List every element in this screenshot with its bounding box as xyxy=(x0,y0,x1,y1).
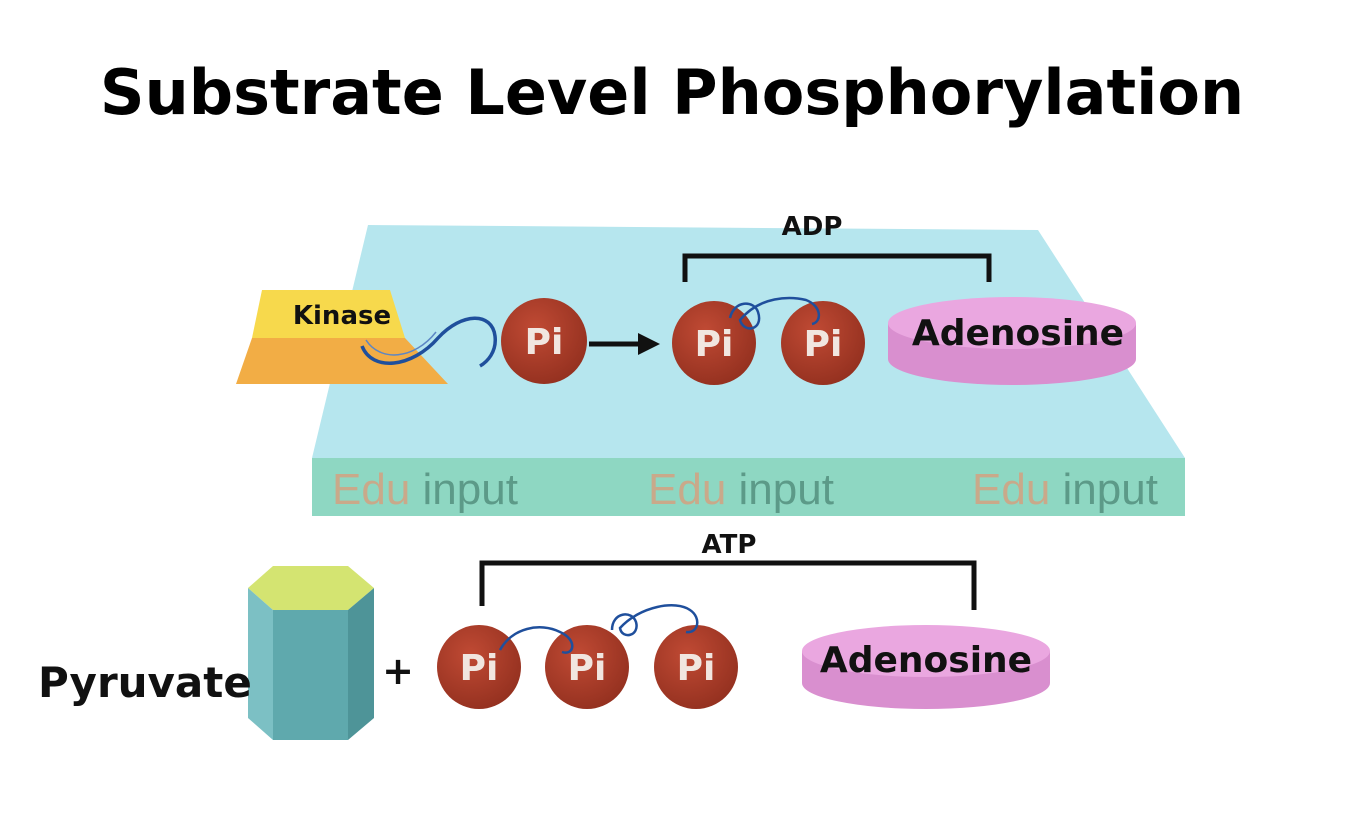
adp-adenosine: Adenosine xyxy=(888,297,1136,385)
adp-bracket xyxy=(682,253,992,282)
kinase-block: Kinase xyxy=(236,290,448,384)
svg-text:Edu input: Edu input xyxy=(332,465,518,514)
phosphate-circle xyxy=(654,625,738,709)
phosphate-circle xyxy=(672,301,756,385)
watermark-input: input xyxy=(739,465,834,514)
phosphate-circle xyxy=(437,625,521,709)
svg-text:Edu input: Edu input xyxy=(648,465,834,514)
prism-face-right xyxy=(348,588,374,740)
kinase-label: Kinase xyxy=(293,301,391,331)
phosphate-label: Pi xyxy=(568,648,607,689)
platform-front xyxy=(312,458,1185,516)
phosphate-free: Pi xyxy=(501,298,587,384)
watermark-input: input xyxy=(423,465,518,514)
prism-face-front xyxy=(273,610,348,740)
reaction-arrow xyxy=(589,333,660,355)
svg-text:Edu input: Edu input xyxy=(972,465,1158,514)
atp-phosphate-2: Pi xyxy=(545,625,629,709)
phosphate-circle xyxy=(781,301,865,385)
page-title: Substrate Level Phosphorylation xyxy=(100,56,1244,129)
watermark-edu: Edu xyxy=(972,465,1050,514)
pyruvate-label: Pyruvate xyxy=(38,658,252,707)
kinase-front xyxy=(236,338,448,384)
atp-adenosine: Adenosine xyxy=(802,625,1050,709)
phosphate-label: Pi xyxy=(677,648,716,689)
adenosine-top xyxy=(888,297,1136,349)
pyruvate-prism xyxy=(248,566,374,740)
phosphate-label: Pi xyxy=(804,324,843,365)
adp-phosphate-1: Pi xyxy=(672,301,756,385)
adenosine-label: Adenosine xyxy=(912,313,1124,354)
phosphate-bond xyxy=(365,331,437,356)
adenosine-top xyxy=(802,625,1050,677)
watermark-3: Edu input xyxy=(972,465,1158,514)
arrow-head xyxy=(638,333,660,355)
watermark-1: Edu input xyxy=(332,465,518,514)
atp-phosphate-3: Pi xyxy=(654,625,738,709)
kinase-top xyxy=(252,290,405,338)
phosphate-circle xyxy=(501,298,587,384)
watermark-input: input xyxy=(1063,465,1158,514)
phosphate-label: Pi xyxy=(460,648,499,689)
watermark-2: Edu input xyxy=(648,465,834,514)
atp-phosphate-1: Pi xyxy=(437,625,521,709)
phosphate-bond xyxy=(728,296,820,330)
adp-label: ADP xyxy=(782,212,843,242)
phosphate-bond xyxy=(610,604,699,637)
phosphate-label: Pi xyxy=(695,324,734,365)
atp-bracket xyxy=(479,560,977,610)
phosphate-bond xyxy=(498,626,574,654)
watermark-edu: Edu xyxy=(648,465,726,514)
phosphate-circle xyxy=(545,625,629,709)
plus-sign: + xyxy=(382,649,414,693)
watermark-edu: Edu xyxy=(332,465,410,514)
adp-phosphate-2: Pi xyxy=(781,301,865,385)
phosphate-bond xyxy=(360,316,497,368)
prism-top xyxy=(248,566,374,610)
atp-label: ATP xyxy=(702,530,757,560)
phosphate-label: Pi xyxy=(525,322,564,363)
adenosine-label: Adenosine xyxy=(820,640,1032,681)
prism-face-left xyxy=(248,588,273,740)
